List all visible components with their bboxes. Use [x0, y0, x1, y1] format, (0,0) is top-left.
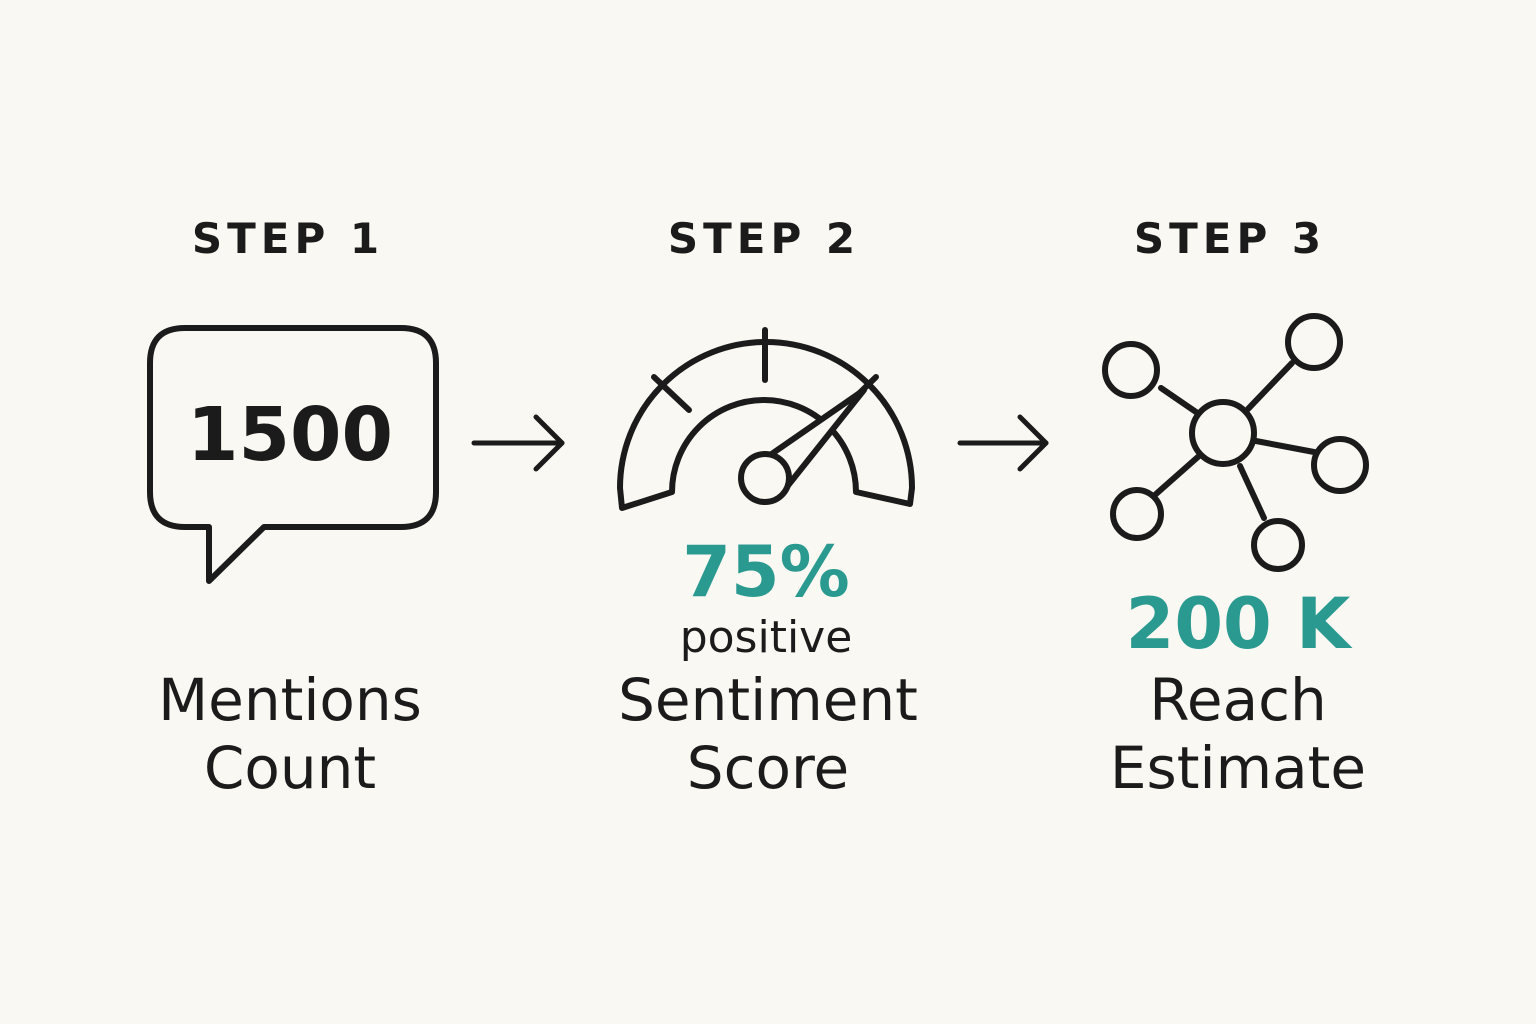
gauge-icon — [617, 327, 915, 511]
arrow-right-icon — [957, 414, 1049, 472]
step-2-label-line2: Score — [686, 734, 850, 802]
step-1-label-line1: Mentions — [158, 666, 422, 734]
step-2-label-line1: Sentiment — [618, 666, 918, 734]
mentions-count-value: 1500 — [187, 392, 393, 478]
sentiment-percent-value: 75% — [682, 531, 850, 613]
step-2-title: STEP 2 — [667, 214, 861, 263]
speech-bubble-icon — [147, 325, 439, 584]
sentiment-note: positive — [679, 612, 853, 663]
step-1-title: STEP 1 — [191, 214, 385, 263]
network-icon — [1102, 313, 1369, 572]
reach-estimate-value: 200 K — [1125, 583, 1351, 665]
step-3-label-line1: Reach — [1149, 666, 1327, 734]
arrow-right-icon — [471, 414, 565, 472]
step-3-title: STEP 3 — [1133, 214, 1327, 263]
step-1-label-line2: Count — [203, 734, 377, 802]
step-3-label-line2: Estimate — [1109, 734, 1367, 802]
